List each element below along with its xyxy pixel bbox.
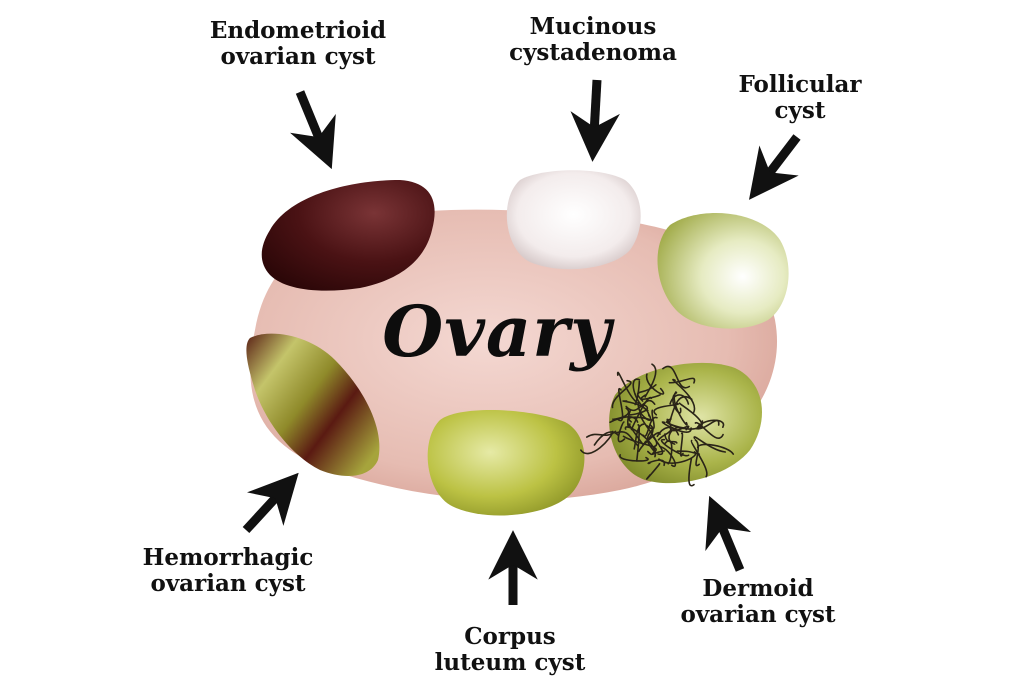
label-mucinous-line1: Mucinous — [529, 13, 657, 40]
hair-strand — [632, 378, 649, 412]
hair-strand — [693, 436, 727, 453]
hair-strand — [622, 400, 650, 417]
hair-strand — [612, 407, 630, 421]
label-corpus-luteum-line2: luteum cyst — [434, 649, 586, 676]
hair-strand — [646, 462, 661, 480]
hair-strand — [616, 371, 638, 404]
mucinous-cyst — [506, 170, 641, 270]
hair-strand — [615, 431, 639, 447]
label-follicular: Follicular cyst — [738, 72, 861, 124]
label-hemorrhagic-line2: ovarian cyst — [150, 570, 306, 597]
hair-strand — [660, 438, 690, 457]
label-endometrioid: Endometrioid ovarian cyst — [210, 18, 386, 70]
hair-strand — [690, 439, 708, 478]
hair-strand — [627, 423, 645, 446]
label-corpus-luteum-line1: Corpus — [464, 623, 556, 650]
hair-strand — [668, 377, 696, 384]
hair-strand — [624, 426, 656, 453]
hemorrhagic-cyst — [246, 333, 380, 476]
label-dermoid-line1: Dermoid — [702, 575, 814, 602]
arrow-mucinous — [570, 79, 620, 162]
label-mucinous-line2: cystadenoma — [509, 39, 677, 66]
arrow-hemorrhagic — [242, 472, 299, 534]
hair-strand — [635, 424, 641, 462]
hair-strand — [638, 424, 654, 452]
hair-strand — [656, 426, 680, 438]
hair-strand — [646, 409, 655, 430]
arrow-dermoid — [705, 495, 752, 572]
hair-strand — [646, 373, 665, 395]
label-follicular-line2: cyst — [774, 97, 826, 124]
hair-strand — [633, 423, 645, 450]
hair-strand — [666, 418, 686, 429]
hair-strand — [672, 378, 696, 413]
hair-strand — [653, 402, 680, 416]
hair-strand — [644, 363, 657, 398]
hair-strand — [658, 445, 677, 468]
label-endometrioid-line2: ovarian cyst — [220, 43, 376, 70]
hair-strand — [640, 394, 661, 400]
hair-strand — [611, 379, 632, 409]
hair-strand — [616, 387, 624, 422]
label-hemorrhagic: Hemorrhagic ovarian cyst — [143, 545, 314, 597]
hair-strand — [694, 422, 724, 439]
hair-strand — [657, 418, 672, 441]
endometrioid-cyst — [261, 180, 435, 291]
hair-strand — [688, 458, 695, 487]
label-follicular-line1: Follicular — [738, 71, 862, 98]
dermoid-hair — [580, 363, 735, 487]
follicular-cyst — [657, 213, 789, 329]
hair-strand — [580, 430, 614, 455]
label-mucinous: Mucinous cystadenoma — [509, 14, 677, 66]
label-hemorrhagic-line1: Hemorrhagic — [142, 544, 314, 571]
hair-strand — [672, 391, 682, 414]
hair-strand — [662, 365, 691, 389]
hair-strand — [694, 439, 700, 467]
hair-strand — [695, 419, 725, 430]
hair-strand — [663, 440, 673, 465]
label-dermoid-line2: ovarian cyst — [680, 601, 836, 628]
label-corpus-luteum: Corpus luteum cyst — [435, 624, 586, 676]
ovary-title: Ovary — [382, 290, 612, 373]
label-endometrioid-line1: Endometrioid — [209, 17, 387, 44]
arrow-follicular — [748, 134, 801, 200]
label-dermoid: Dermoid ovarian cyst — [680, 576, 835, 628]
hair-strand — [619, 454, 649, 462]
corpus-luteum-cyst — [427, 410, 585, 516]
hair-strand — [629, 403, 649, 416]
hair-strand — [593, 431, 620, 446]
hair-strand — [647, 459, 665, 467]
hair-strand — [647, 450, 665, 456]
arrow-endometrioid — [290, 90, 336, 170]
hair-strand — [646, 428, 657, 458]
hair-strand — [669, 394, 690, 405]
